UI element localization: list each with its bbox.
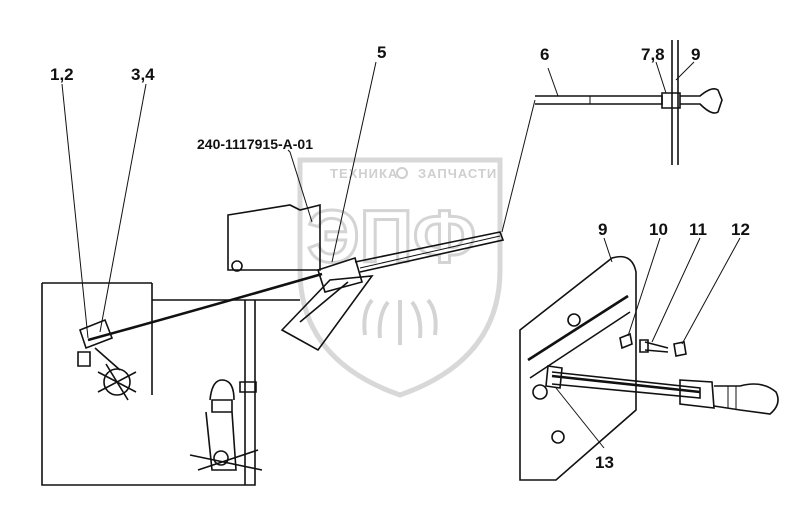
control-cable [87, 231, 505, 342]
leader-10 [627, 237, 661, 337]
part-number-label: 240-1117915-A-01 [197, 136, 313, 152]
callout-12: 12 [731, 220, 750, 239]
callout-9-top: 9 [691, 45, 700, 64]
callout-1-2: 1,2 [50, 65, 74, 84]
leader-6 [547, 67, 559, 97]
callout-labels: 1,2 3,4 5 240-1117915-A-01 6 7,8 9 9 10 … [50, 43, 750, 472]
watermark-text-left: ТЕХНИКА [330, 166, 398, 181]
leader-5 [331, 61, 377, 263]
right-detail-assembly [519, 255, 779, 481]
dashboard-panel [41, 282, 300, 486]
leader-9-mid [603, 237, 613, 263]
leader-9-top [675, 61, 695, 81]
watermark-text-right: ЗАПЧАСТИ [418, 166, 497, 181]
callout-7-8: 7,8 [641, 45, 665, 64]
leader-part-number [287, 149, 313, 223]
top-rod-assembly [535, 40, 723, 165]
callout-9-mid: 9 [598, 220, 607, 239]
callout-11: 11 [689, 220, 707, 239]
leader-13 [555, 387, 605, 449]
leader-12 [681, 237, 741, 345]
lever-mechanism [77, 318, 137, 401]
callout-6: 6 [540, 45, 549, 64]
bracket-assembly [189, 379, 263, 471]
callout-13: 13 [595, 453, 614, 472]
callout-10: 10 [649, 220, 668, 239]
watermark-wheat-icon [362, 298, 438, 345]
leader-lines [61, 61, 741, 449]
callout-3-4: 3,4 [131, 65, 155, 84]
leader-6-cable [501, 99, 536, 233]
leader-7-8 [655, 61, 667, 94]
leader-3-4 [99, 83, 147, 333]
watermark-gear-icon [396, 167, 408, 179]
leader-11 [651, 237, 701, 343]
callout-5: 5 [377, 43, 386, 62]
watermark: ТЕХНИКА ЗАПЧАСТИ ЭПФ [297, 157, 503, 398]
leader-1-2 [61, 83, 89, 339]
